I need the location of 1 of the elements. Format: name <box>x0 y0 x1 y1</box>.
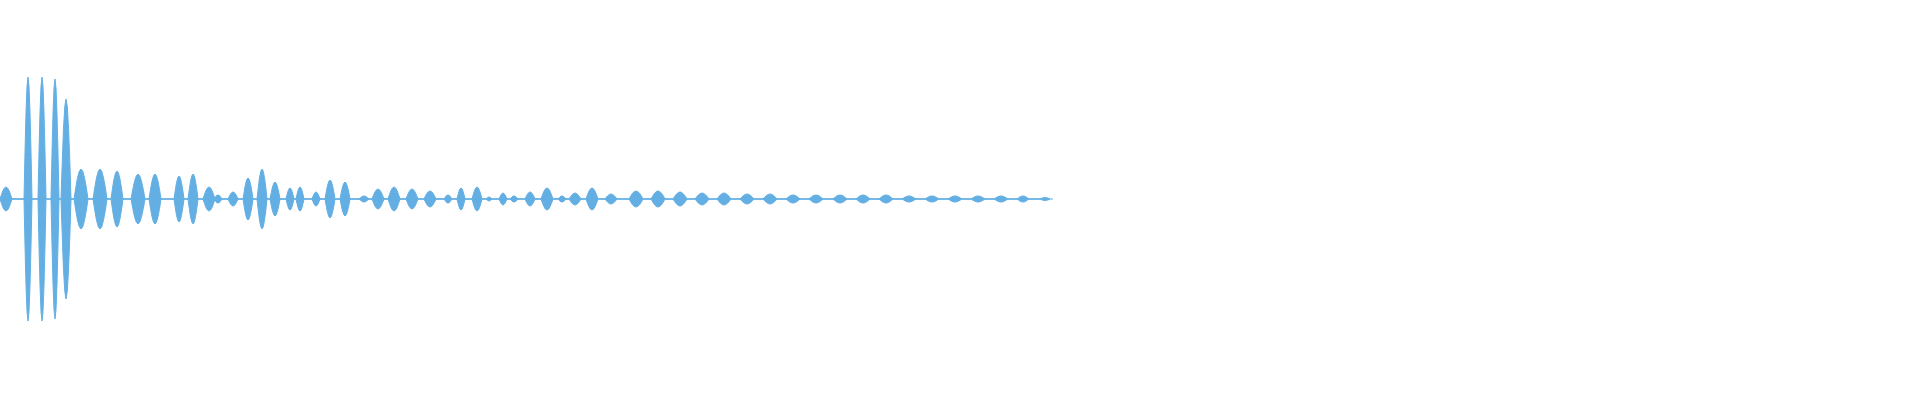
waveform-drawing <box>0 76 1054 322</box>
